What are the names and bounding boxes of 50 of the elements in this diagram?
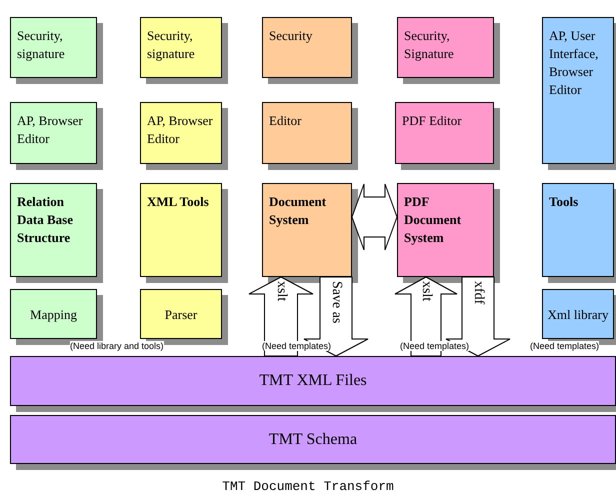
box-text: AP, User Interface, Browser Editor	[549, 27, 600, 99]
component-box	[542, 183, 614, 277]
box-text: Editor	[269, 112, 302, 130]
box-text: Parser	[164, 306, 198, 322]
box-text: Mapping	[30, 306, 77, 322]
box-text: TMT XML Files	[259, 371, 367, 391]
component-box	[395, 102, 494, 164]
component-box	[10, 289, 97, 339]
box-text: PDF Document System	[404, 193, 462, 247]
component-box	[262, 102, 352, 164]
component-box	[10, 183, 97, 277]
edge-label: xslt	[273, 281, 289, 302]
component-box	[542, 289, 614, 339]
component-box	[140, 289, 222, 339]
box-text: Tools	[549, 193, 580, 211]
note-text: (Need templates)	[530, 341, 600, 351]
box-text: TMT Schema	[268, 430, 358, 450]
component-box	[397, 17, 494, 78]
component-box	[140, 102, 222, 164]
component-box	[262, 17, 352, 78]
layer-band	[10, 356, 616, 406]
component-box	[397, 183, 494, 277]
box-text: Xml library	[547, 306, 608, 322]
box-text: Security, Signature	[404, 27, 455, 63]
box-text: AP, Browser Editor	[147, 112, 214, 148]
box-text: Security, signature	[147, 27, 196, 63]
box-text: Document System	[269, 193, 328, 229]
caption: TMT Document Transform	[221, 478, 395, 496]
component-box	[140, 183, 222, 277]
component-box	[10, 17, 97, 78]
box-text: XML Tools	[147, 193, 210, 211]
note-text: (Need templates)	[400, 341, 470, 351]
component-box	[262, 183, 352, 277]
edge-label: xslt	[418, 281, 434, 302]
layer-band	[10, 415, 616, 464]
edge-label: xfdf	[470, 281, 486, 304]
box-text: Relation Data Base Structure	[17, 193, 74, 247]
box-text: Security	[269, 27, 314, 45]
component-box	[542, 17, 614, 164]
block-arrow	[446, 276, 510, 357]
box-text: PDF Editor	[402, 112, 463, 130]
block-arrow	[304, 276, 368, 357]
block-arrow	[351, 184, 398, 250]
box-text: AP, Browser Editor	[17, 112, 84, 148]
note-text: (Need library and tools)	[70, 341, 164, 351]
component-box	[140, 17, 222, 78]
note-text: (Need templates)	[262, 341, 332, 351]
edge-label: Save as	[328, 281, 344, 324]
box-text: Security, signature	[17, 27, 66, 63]
component-box	[10, 102, 97, 164]
